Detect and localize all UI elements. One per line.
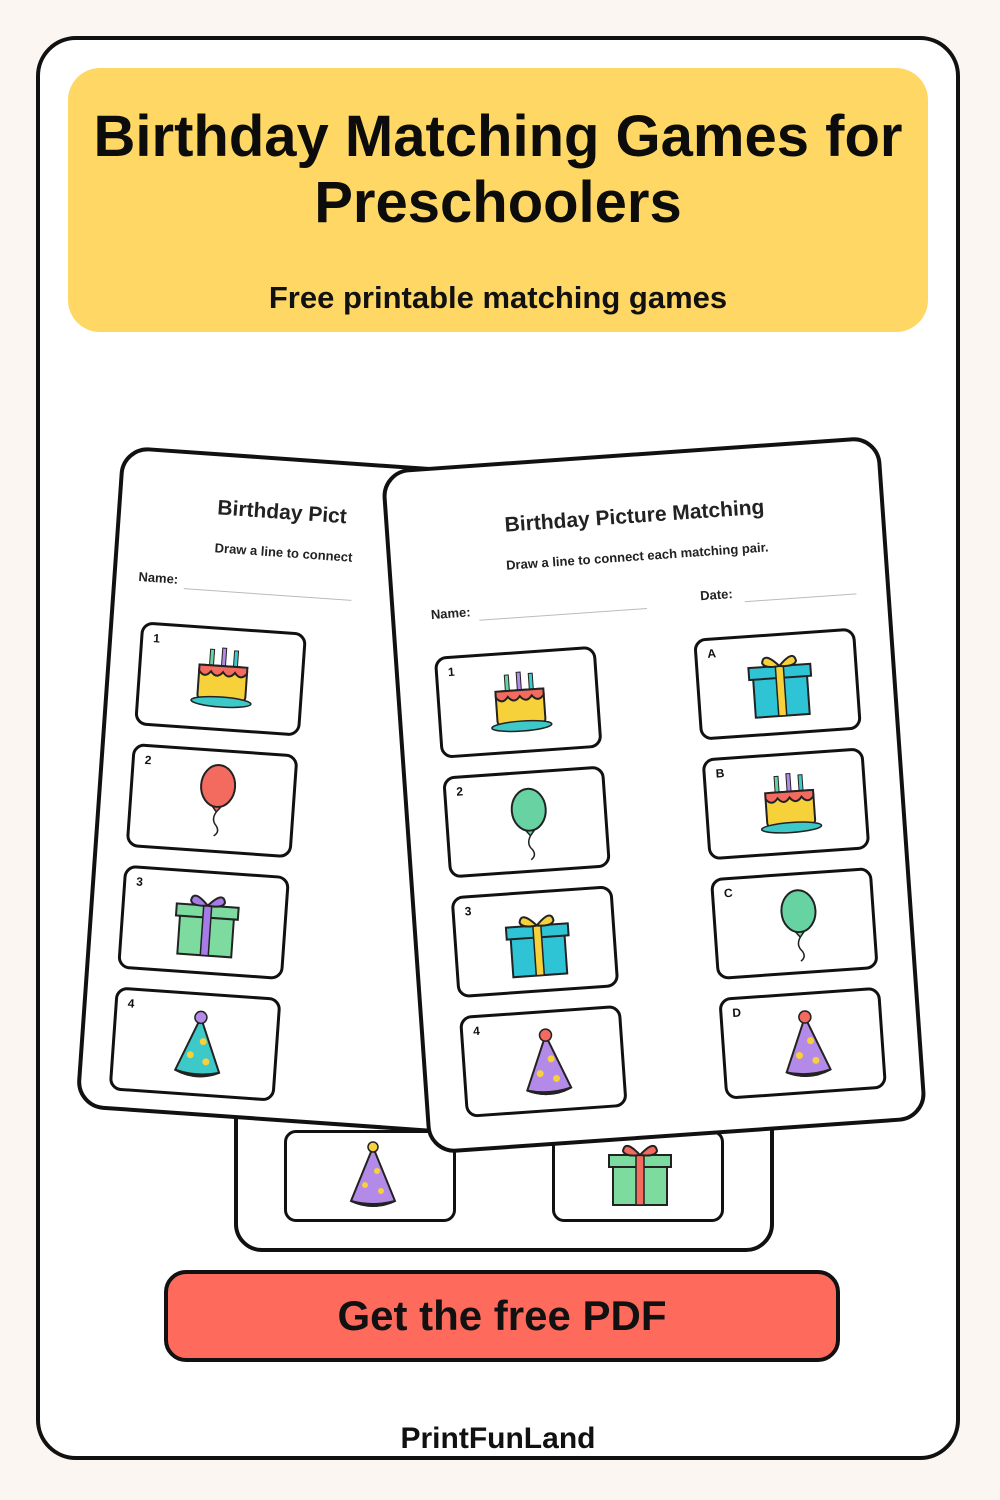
card-left-4: 4	[458, 1004, 628, 1118]
card-label: D	[731, 1005, 742, 1021]
gift-icon	[747, 654, 813, 719]
party-hat-icon	[349, 1141, 397, 1207]
get-free-pdf-button[interactable]: Get the free PDF	[164, 1270, 840, 1362]
card-back-2: 2	[125, 742, 299, 859]
balloon-icon	[510, 787, 547, 861]
card-label: B	[715, 766, 725, 781]
name-line	[479, 608, 648, 621]
balloon-icon	[200, 764, 237, 837]
gift-icon	[504, 914, 570, 979]
card-label: 2	[144, 752, 152, 768]
name-label: Name:	[430, 604, 472, 623]
cake-icon	[491, 671, 553, 733]
cake-icon	[190, 647, 252, 709]
party-hat-icon	[173, 1010, 221, 1078]
card-label: 4	[127, 996, 135, 1011]
page-frame: Birthday Matching Games for Preschoolers…	[36, 36, 960, 1460]
card-right-c: C	[709, 866, 879, 981]
card-label: 4	[472, 1023, 481, 1039]
card-right-a: A	[693, 627, 862, 741]
card-label: A	[706, 646, 717, 661]
card-label: 1	[447, 664, 456, 680]
worksheet-preview-front: Birthday Picture Matching Draw a line to…	[380, 435, 928, 1155]
card-right-partial	[552, 1130, 724, 1222]
card-right-d: D	[718, 986, 888, 1100]
name-line-back	[183, 588, 352, 601]
gift-icon	[608, 1144, 672, 1206]
card-right-b: B	[701, 747, 871, 861]
card-back-1: 1	[134, 621, 308, 737]
card-left-partial	[284, 1130, 456, 1222]
card-label: 2	[455, 784, 464, 799]
card-label: 3	[135, 874, 144, 890]
card-left-1: 1	[433, 645, 603, 759]
header-banner: Birthday Matching Games for Preschoolers…	[68, 68, 928, 332]
brand-name: PrintFunLand	[400, 1422, 596, 1455]
card-label: C	[723, 885, 734, 901]
party-hat-icon	[526, 1028, 573, 1096]
page-title: Birthday Matching Games for Preschoolers	[93, 104, 903, 235]
worksheet-title-back: Birthday Pict	[216, 496, 348, 529]
card-back-4: 4	[108, 986, 282, 1102]
party-hat-icon	[785, 1010, 832, 1077]
name-label-back: Name:	[138, 569, 179, 587]
date-label: Date:	[699, 586, 734, 604]
card-label: 3	[464, 904, 472, 919]
cake-icon	[760, 772, 823, 834]
worksheet-instructions-back: Draw a line to connect	[214, 540, 353, 565]
card-left-2: 2	[442, 765, 611, 879]
gift-icon	[174, 894, 240, 959]
page-subtitle: Free printable matching games	[268, 280, 728, 315]
card-label: 1	[152, 631, 161, 646]
card-back-3: 3	[117, 864, 290, 981]
card-left-3: 3	[450, 885, 620, 999]
balloon-icon	[780, 889, 817, 962]
worksheet-preview-back: Birthday Pict Draw a line to connect Nam…	[75, 445, 503, 1135]
date-line	[744, 593, 857, 603]
